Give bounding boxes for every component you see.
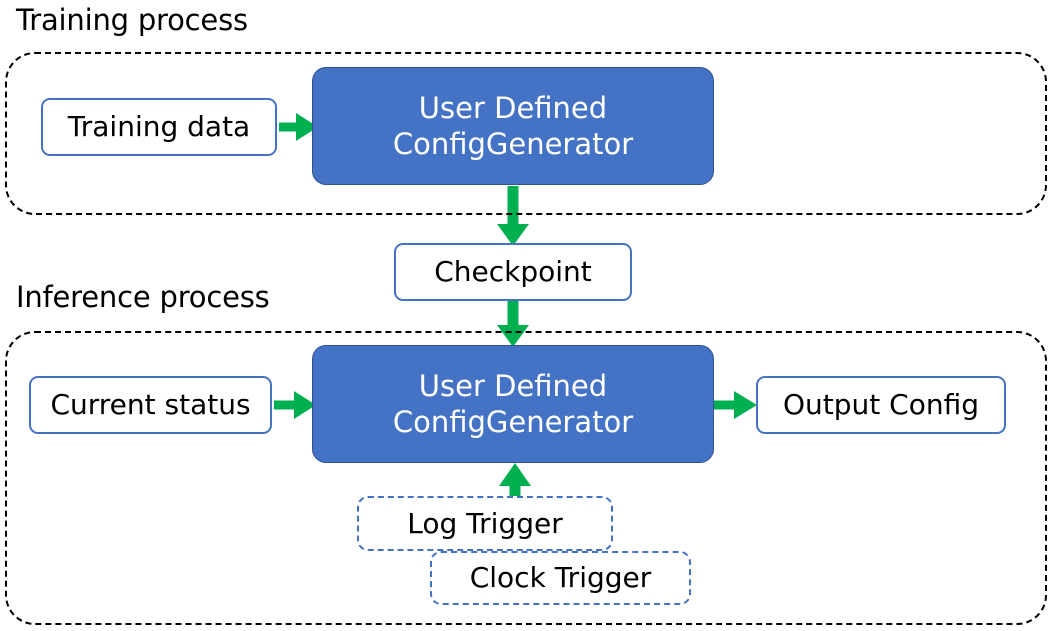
training-config-generator-line1: User Defined	[418, 91, 608, 125]
log-trigger-node[interactable]: Log Trigger	[357, 496, 613, 551]
output-config-node[interactable]: Output Config	[756, 376, 1006, 434]
checkpoint-node[interactable]: Checkpoint	[394, 243, 632, 301]
inference-config-generator-node[interactable]: User Defined ConfigGenerator	[312, 345, 714, 463]
checkpoint-label: Checkpoint	[434, 255, 592, 288]
inference-process-group	[5, 331, 1047, 625]
training-process-title: Training process	[16, 3, 248, 37]
training-process-group	[5, 52, 1047, 215]
inference-process-title: Inference process	[16, 280, 270, 314]
clock-trigger-node[interactable]: Clock Trigger	[430, 551, 691, 605]
training-config-generator-line2: ConfigGenerator	[392, 127, 634, 161]
clock-trigger-label: Clock Trigger	[469, 561, 652, 594]
training-config-generator-node[interactable]: User Defined ConfigGenerator	[312, 67, 714, 185]
training-data-label: Training data	[67, 110, 251, 143]
current-status-node[interactable]: Current status	[29, 376, 272, 434]
output-config-label: Output Config	[783, 388, 979, 421]
training-data-node[interactable]: Training data	[41, 98, 277, 156]
inference-config-generator-line2: ConfigGenerator	[392, 405, 634, 439]
log-trigger-label: Log Trigger	[407, 506, 563, 540]
current-status-label: Current status	[50, 388, 251, 421]
inference-config-generator-line1: User Defined	[418, 369, 608, 403]
